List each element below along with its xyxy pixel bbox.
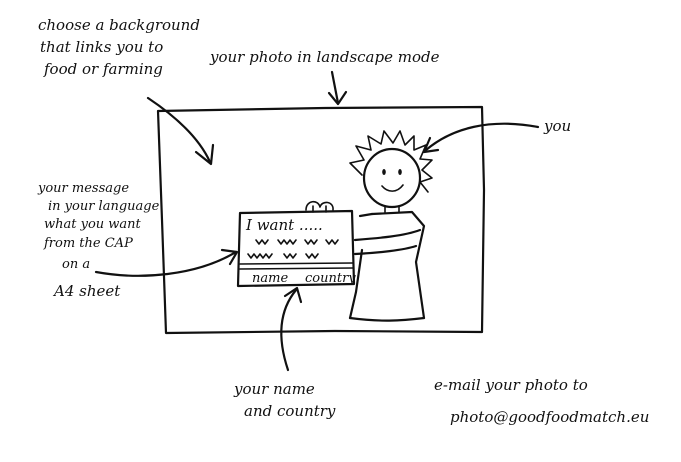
a4-sign: I want ..... name country (236, 209, 356, 288)
email-address[interactable]: photo@goodfoodmatch.eu (450, 408, 649, 426)
message-line-3: what you want (44, 217, 142, 232)
sign-scribble-1 (255, 239, 339, 245)
sign-header: I want ..... (245, 216, 323, 234)
person-figure (305, 130, 433, 322)
background-label-line-1: choose a background (38, 16, 200, 34)
background-label-line-3: food or farming (43, 60, 163, 78)
landscape-mode-label: your photo in landscape mode (209, 48, 440, 66)
smile (381, 184, 404, 192)
sign-country: country (305, 271, 356, 286)
you-label: you (543, 117, 571, 135)
message-line-4: from the CAP (43, 236, 133, 251)
name-label-line-1: your name (233, 380, 315, 398)
head (362, 147, 422, 209)
hair (349, 130, 433, 193)
landscape-arrow (327, 70, 348, 106)
photo-frame (156, 105, 486, 335)
hand-top (305, 200, 334, 211)
background-annotation: choose a background that links you to fo… (38, 16, 200, 78)
email-instruction: e-mail your photo to (434, 376, 588, 394)
message-line-6: A4 sheet (52, 282, 121, 300)
message-line-2: in your language (48, 199, 160, 214)
background-label-line-2: that links you to (40, 38, 163, 56)
name-label-line-2: and country (244, 402, 336, 420)
background-arrow (146, 96, 215, 166)
left-eye (382, 169, 386, 175)
right-eye (398, 169, 402, 175)
you-arrow (422, 122, 540, 154)
sign-name: name (252, 271, 288, 286)
body (370, 210, 426, 320)
name-country-arrow (280, 286, 303, 372)
message-line-1: your message (37, 181, 129, 196)
message-annotation: your message in your language what you w… (37, 181, 160, 300)
message-line-5: on a (62, 257, 90, 272)
message-arrow (94, 248, 239, 277)
sign-scribble-2 (247, 253, 319, 259)
right-arm (353, 228, 422, 242)
